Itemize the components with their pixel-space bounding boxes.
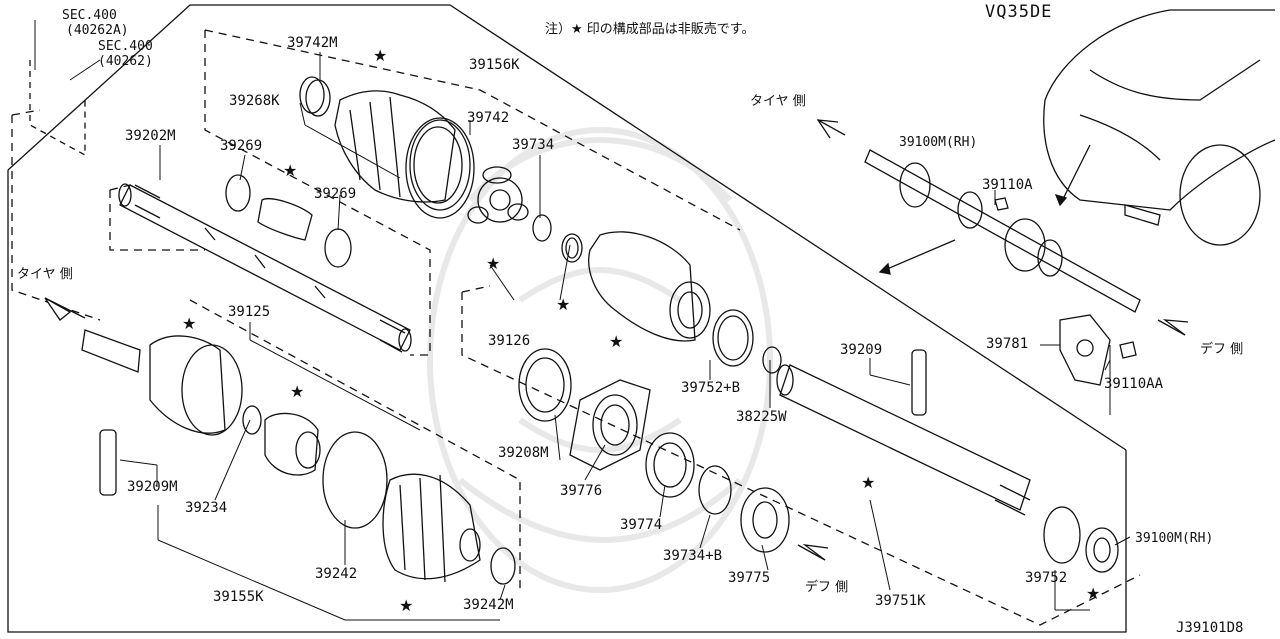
part-label-sec400-a-sub: (40262A): [66, 23, 129, 38]
part-label-39752[interactable]: 39752: [1025, 570, 1068, 586]
snap-ring-39734: [532, 214, 552, 242]
part-label-39269-a[interactable]: 39269: [220, 138, 263, 154]
part-label-39125[interactable]: 39125: [228, 304, 271, 320]
part-label-39208m[interactable]: 39208M: [498, 445, 549, 461]
boot-39242: [382, 473, 481, 583]
arrow-diff-side-bottom: [797, 544, 829, 561]
part-label-39781[interactable]: 39781: [986, 336, 1029, 352]
part-label-39269-b[interactable]: 39269: [314, 186, 357, 202]
part-label-39110a[interactable]: 39110A: [982, 177, 1033, 193]
housing-39126: [588, 231, 711, 342]
boot-39742: [334, 90, 471, 211]
part-label-sec400-b-sub: (40262): [98, 54, 153, 69]
band-39742-large: [405, 117, 475, 219]
assembly-frame-outer: [7, 4, 1127, 633]
non-sale-star: ★: [609, 332, 624, 351]
part-label-39268k[interactable]: 39268K: [229, 93, 280, 109]
shaft-39751k: [776, 364, 1031, 516]
part-label-39742[interactable]: 39742: [467, 110, 510, 126]
band-39242: [322, 431, 388, 529]
damper-39268k: [225, 174, 352, 268]
assembly-frame-39126: [461, 285, 1141, 626]
drawing-number: J39101D8: [1176, 620, 1244, 636]
tripod-joint: [467, 166, 529, 224]
assembly-frame-39202M: [109, 184, 205, 251]
part-label-39242[interactable]: 39242: [315, 566, 358, 582]
part-label-39751k[interactable]: 39751K: [875, 593, 926, 609]
part-label-39774[interactable]: 39774: [620, 517, 663, 533]
part-label-39156k[interactable]: 39156K: [469, 57, 520, 73]
outer-joint-39125: [81, 329, 243, 436]
ring-39234: [242, 405, 262, 435]
part-label-39742m[interactable]: 39742M: [287, 35, 338, 51]
engine-code: VQ35DE: [985, 2, 1053, 22]
part-label-38225w[interactable]: 38225W: [736, 409, 787, 425]
snap-ring-39734b: [698, 465, 732, 515]
part-label-39202m[interactable]: 39202M: [125, 128, 176, 144]
tire-side-label-left: タイヤ 側: [17, 267, 73, 282]
band-39742m: [299, 76, 331, 117]
car-illustration: [1043, 9, 1276, 246]
diff-side-label-bottom: デフ 側: [805, 580, 849, 595]
bolt-39110aa: [1119, 341, 1137, 359]
ring-small: [561, 233, 583, 263]
part-label-39734[interactable]: 39734: [512, 137, 555, 153]
part-label-39110aa[interactable]: 39110AA: [1104, 376, 1164, 392]
part-label-sec400-a[interactable]: SEC.400: [62, 8, 117, 23]
bracket-39781: [1059, 314, 1111, 386]
shaft-39202m: [118, 183, 412, 353]
non-sale-star: ★: [556, 295, 571, 314]
non-sale-star: ★: [399, 596, 414, 615]
part-label-sec400-b[interactable]: SEC.400: [98, 39, 153, 54]
assembly-frame-39156K: [204, 29, 741, 356]
part-label-39734b[interactable]: 39734+B: [663, 548, 723, 564]
assembled-drive-shaft: [864, 149, 1141, 313]
ball-cage: [264, 412, 321, 476]
bearing-39752b: [712, 309, 754, 367]
snap-ring-38225w: [762, 346, 782, 374]
seal-39208m: [518, 348, 572, 422]
leader-lines: [34, 20, 1131, 621]
arrow-diff-side-right: [1157, 319, 1189, 336]
seal-39752: [1043, 506, 1119, 573]
non-sale-star: ★: [290, 382, 305, 401]
part-label-39752b[interactable]: 39752+B: [681, 380, 741, 396]
non-sale-star: ★: [486, 254, 501, 273]
bolt-39110a: [994, 197, 1009, 211]
diff-side-label-right: デフ 側: [1200, 342, 1244, 357]
part-label-39100m-rh-bottom[interactable]: 39100M(RH): [1135, 531, 1214, 546]
non-sale-star: ★: [182, 314, 197, 333]
arrow-tire-side-left: [44, 297, 86, 321]
pin-39209m: [99, 429, 117, 496]
part-label-39775[interactable]: 39775: [728, 570, 771, 586]
non-sale-star: ★: [861, 473, 876, 492]
assembly-frame-39125: [11, 109, 521, 590]
bracket-39776: [569, 379, 651, 471]
pin-39209: [911, 349, 927, 416]
part-label-39209m[interactable]: 39209M: [127, 479, 178, 495]
watermark-emblem: [427, 127, 773, 593]
part-label-39776[interactable]: 39776: [560, 483, 603, 499]
seal-39775: [740, 487, 790, 553]
non-sale-note: 注）★ 印の構成部品は非販売です。: [545, 22, 755, 37]
part-label-39242m[interactable]: 39242M: [463, 597, 514, 613]
tire-side-label-top: タイヤ 側: [750, 94, 806, 109]
part-label-39100m-rh-top[interactable]: 39100M(RH): [899, 135, 978, 150]
band-39242m: [490, 547, 516, 585]
arrow-tire-side-top: [816, 119, 846, 139]
part-label-39234[interactable]: 39234: [185, 500, 228, 516]
non-sale-star: ★: [1086, 584, 1101, 603]
part-label-39126[interactable]: 39126: [488, 333, 531, 349]
arrow-location: [878, 144, 1091, 275]
part-label-39209[interactable]: 39209: [840, 342, 883, 358]
part-label-39155k[interactable]: 39155K: [213, 589, 264, 605]
bearing-39774: [645, 432, 695, 498]
non-sale-star: ★: [283, 161, 298, 180]
non-sale-star: ★: [373, 46, 388, 65]
sec400-dashed-frame: [29, 60, 86, 157]
